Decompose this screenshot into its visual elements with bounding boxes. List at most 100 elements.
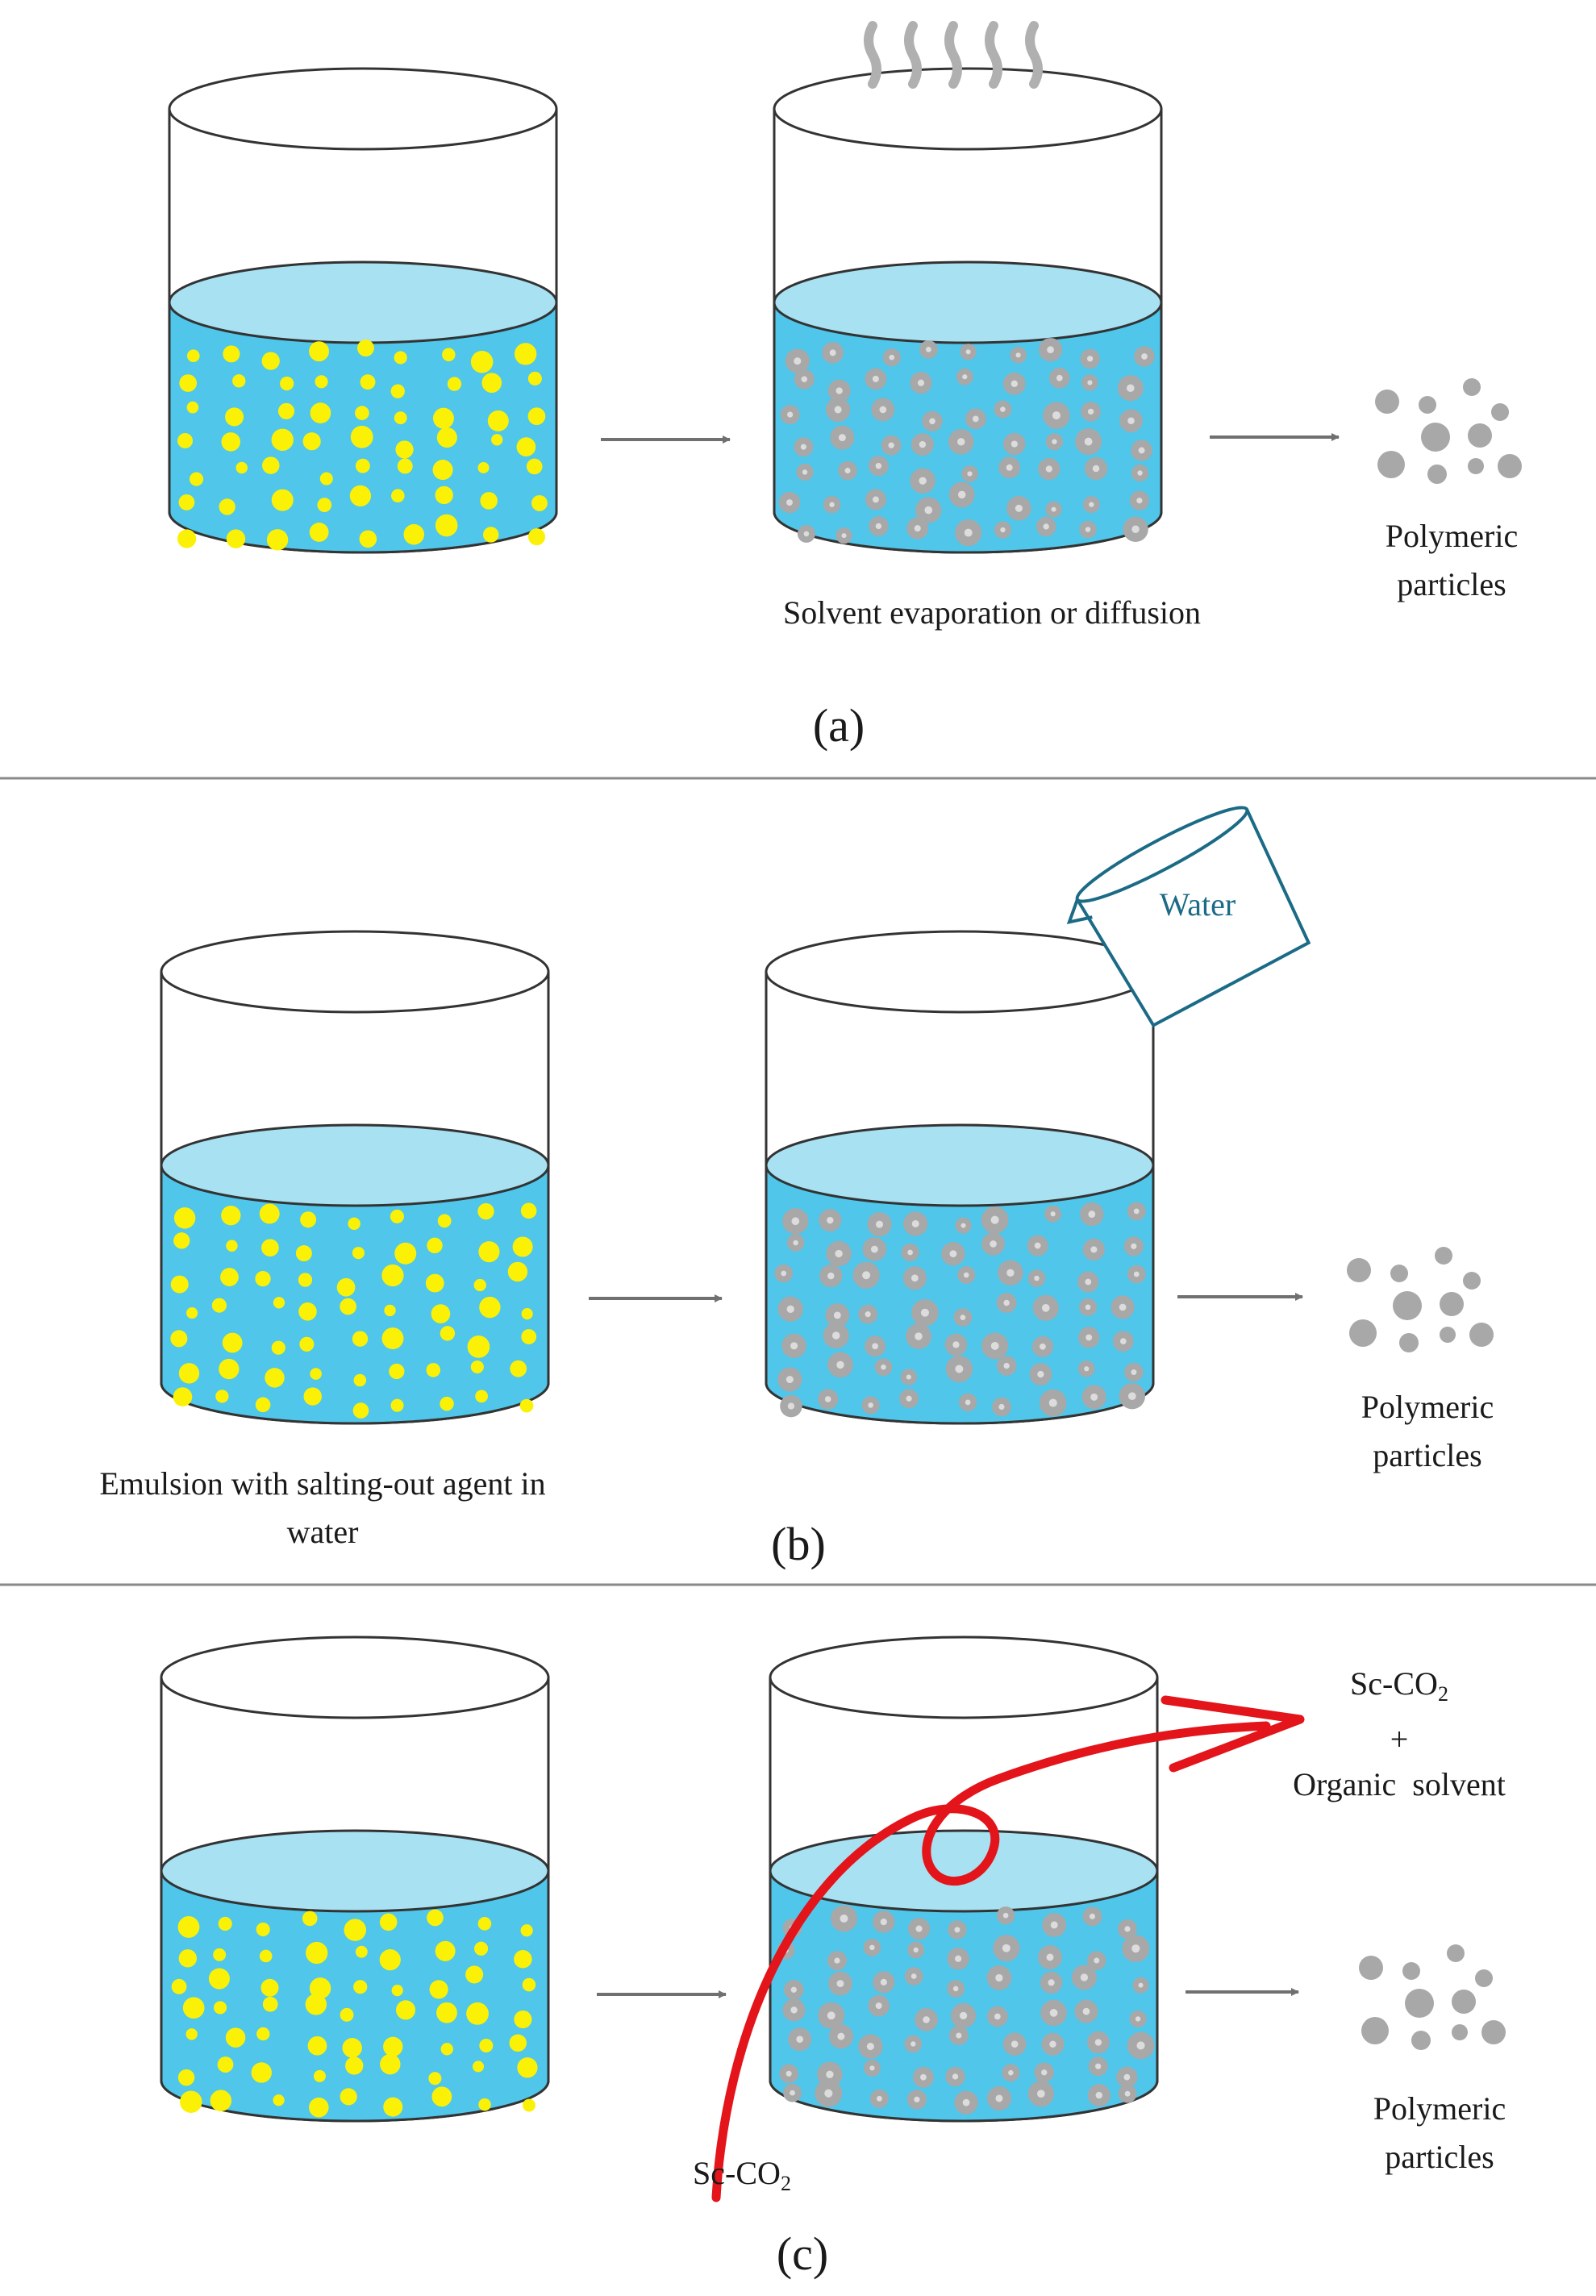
droplet (435, 514, 458, 537)
particle-core (952, 2073, 959, 2080)
droplet (380, 2053, 401, 2075)
particle-core (824, 1396, 831, 1402)
particle-core (796, 2036, 804, 2044)
droplet (470, 350, 494, 373)
beaker-c-emulsion-liquid-surface (160, 1829, 550, 1913)
particle-core (924, 506, 933, 515)
droplet (182, 1997, 205, 2019)
particle-core (929, 418, 936, 425)
droplet (177, 1916, 200, 1938)
droplet (266, 529, 289, 551)
droplet (383, 2097, 403, 2117)
particle-core (790, 1986, 797, 1993)
particle-core (827, 1216, 834, 1224)
particle-core (781, 1270, 787, 1277)
particle-core (1136, 498, 1143, 504)
particle-core (876, 2095, 882, 2102)
beaker-b-emulsion-rim (160, 930, 550, 1014)
droplet (273, 1297, 285, 1309)
particle-core (836, 1980, 844, 1988)
droplet (431, 2086, 452, 2107)
particle-core (990, 1240, 997, 1248)
droplet (222, 1332, 243, 1353)
particle-core (824, 2089, 833, 2098)
particle-core (990, 1341, 999, 1350)
particle-core (919, 440, 927, 448)
particle-core (913, 1947, 919, 1953)
droplet (280, 376, 294, 391)
water-label: Water (1159, 886, 1236, 923)
droplet (517, 2057, 538, 2078)
sc-co2-arrowhead (1161, 1695, 1305, 1773)
particle-core (829, 349, 836, 356)
droplet (340, 2088, 357, 2106)
particle-core (919, 477, 927, 485)
droplet (390, 1398, 404, 1412)
process-arrows (589, 433, 1340, 1998)
droplet (305, 1994, 327, 2015)
droplet (514, 1950, 532, 1969)
particle-core (1000, 406, 1006, 412)
particle-core (1088, 1211, 1096, 1218)
droplet (260, 1978, 279, 1997)
particle-core (827, 2011, 836, 2020)
droplet (309, 2097, 329, 2118)
particle-core (1082, 2007, 1090, 2015)
droplet (178, 1363, 200, 1384)
particle-core (962, 2098, 970, 2106)
droplet (271, 1340, 285, 1355)
droplet (179, 374, 198, 392)
particle-core (952, 1341, 960, 1348)
particle-core (1006, 464, 1013, 471)
droplet (235, 461, 248, 474)
particle-core (1095, 2091, 1103, 2099)
particle-core (1127, 1392, 1136, 1401)
particle-core (1046, 1953, 1054, 1961)
particle-core (1034, 1242, 1041, 1249)
droplet (186, 1307, 198, 1319)
particle-core (790, 2090, 795, 2096)
particle-core (793, 1240, 798, 1246)
droplet (352, 1402, 369, 1419)
polymer-particle (1440, 1327, 1456, 1343)
particle-core (888, 442, 894, 448)
droplet (403, 523, 425, 545)
particle-core (1136, 2041, 1145, 2050)
particle-core (959, 2011, 968, 2020)
beaker-a-emulsion (168, 67, 558, 554)
particle-core (836, 387, 843, 394)
droplet (481, 373, 502, 394)
droplet (491, 434, 503, 446)
panel-a-product-label: Polymeric particles (1385, 518, 1519, 602)
droplet (379, 1948, 401, 1971)
particle-core (962, 374, 968, 380)
particle-core (911, 1219, 919, 1228)
droplet (466, 2002, 489, 2025)
polymer-particle (1421, 423, 1450, 452)
particle-core (1050, 1921, 1058, 1929)
droplet (342, 2038, 362, 2058)
droplet (526, 458, 543, 475)
panel-a-step-label: Solvent evaporation or diffusion (782, 594, 1202, 631)
particle-core (1002, 1912, 1009, 1919)
particle-core (1080, 1973, 1089, 1981)
particle-core (954, 1955, 962, 1962)
particle-core (1036, 2090, 1045, 2098)
particle-core (787, 1402, 795, 1410)
beaker-b-process (765, 930, 1155, 1425)
droplet (186, 401, 199, 414)
droplet (336, 1277, 356, 1297)
particle-core (964, 528, 973, 537)
particle-core (1094, 2039, 1102, 2046)
particle-core (965, 1399, 971, 1406)
beaker-a-process-rim (773, 67, 1163, 151)
droplet (178, 494, 195, 510)
particle-core (1052, 411, 1061, 420)
droplet (478, 1241, 500, 1263)
droplet (352, 1247, 365, 1260)
droplet (255, 1270, 271, 1287)
particle-core (1089, 1913, 1096, 1919)
droplet (519, 1398, 534, 1413)
particle-core (914, 525, 921, 532)
particle-core (876, 1220, 884, 1228)
